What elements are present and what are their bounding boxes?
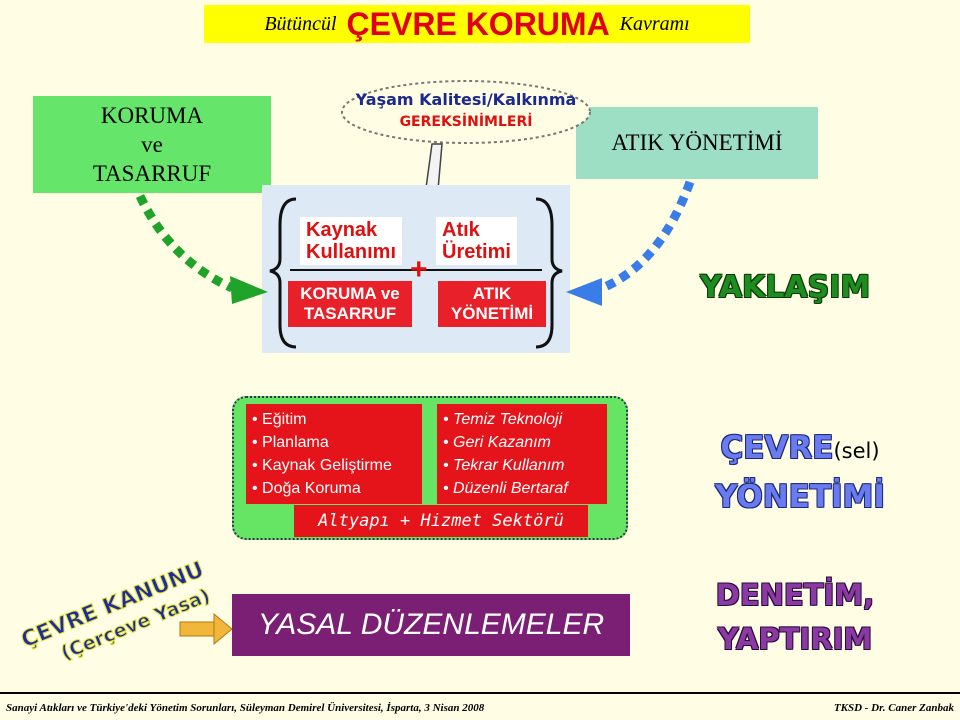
control-heading: DENETİM, YAPTIRIM [700,573,890,661]
regulations-box: YASAL DÜZENLEMELER [232,594,630,656]
right-brace-icon [535,197,563,349]
footer-right: TKSD - Dr. Caner Zanbak [833,702,954,714]
environmental-management-heading: ÇEVRE(sel) YÖNETİMİ [690,425,910,520]
bubble-outline [341,80,591,144]
atik-yonetimi-box: ATIK YÖNETİMİ [576,107,818,179]
left-tools-box: • Eğitim • Planlama • Kaynak Geliştirme … [246,404,422,504]
right-arrow-icon [179,612,233,646]
environmental-law-label: ÇEVRE KANUNU (Çerçeve Yasa) [17,557,213,665]
title-prefix: Bütüncül [264,12,337,35]
koruma-tasarruf-label: KORUMA ve TASARRUF [288,281,412,327]
resource-waste-diagram: Kaynak Kullanımı Atık Üretimi + KORUMA v… [262,185,570,353]
yonetimi-word: YÖNETİMİ [715,479,885,515]
kaynak-kullanimi-label: Kaynak Kullanımı [300,217,403,265]
right-tool-item: • Düzenli Bertaraf [443,480,568,497]
koruma-line2: ve [141,132,163,157]
slide-title: Bütüncül ÇEVRE KORUMA Kavramı [204,5,750,43]
approach-heading: YAKLAŞIM [700,270,871,305]
blue-arrowhead-icon [566,278,602,306]
bubble-line1: Yaşam Kalitesi/Kalkınma [355,90,577,109]
atik-label: ATIK YÖNETİMİ [611,130,783,155]
atik-yonetimi-label: ATIK YÖNETİMİ [438,281,546,327]
atik-uretimi-label: Atık Üretimi [436,217,517,265]
koruma-line3: TASARRUF [92,161,212,186]
cevre-word: ÇEVRE [720,430,834,466]
green-arrowhead-icon [230,276,268,304]
green-dashed-arrow [135,194,234,293]
koruma-tasarruf-box: KORUMA ve TASARRUF [33,96,271,193]
plus-sign: + [410,253,428,286]
blue-dashed-arrow [598,180,695,294]
control-line1: DENETİM, [715,578,875,612]
footer-left: Sanayi Atıkları ve Türkiye'deki Yönetim … [6,702,485,714]
left-tool-item: • Planlama [252,434,329,451]
title-suffix: Kavramı [619,12,690,35]
right-tool-item: • Tekrar Kullanım [443,457,565,474]
curly-brackets [269,197,563,349]
left-tool-item: • Eğitim [252,411,307,428]
infrastructure-bar: Altyapı + Hizmet Sektörü [294,505,588,537]
left-tool-item: • Kaynak Geliştirme [252,457,392,474]
footer-divider [0,692,960,694]
sel-suffix: (sel) [833,439,880,463]
koruma-line1: KORUMA [100,103,204,128]
right-tool-item: • Temiz Teknoloji [443,411,563,428]
title-main: ÇEVRE KORUMA [346,5,610,42]
right-tool-item: • Geri Kazanım [443,434,551,451]
right-tools-box: • Temiz Teknoloji • Geri Kazanım • Tekra… [437,404,607,504]
control-line2: YAPTIRIM [717,622,873,656]
footer: Sanayi Atıkları ve Türkiye'deki Yönetim … [0,696,960,720]
requirements-bubble: Yaşam Kalitesi/Kalkınma GEREKSİNİMLERİ [341,80,591,205]
left-brace-icon [269,197,297,349]
bubble-line2: GEREKSİNİMLERİ [400,113,533,130]
left-tool-item: • Doğa Koruma [252,480,361,497]
